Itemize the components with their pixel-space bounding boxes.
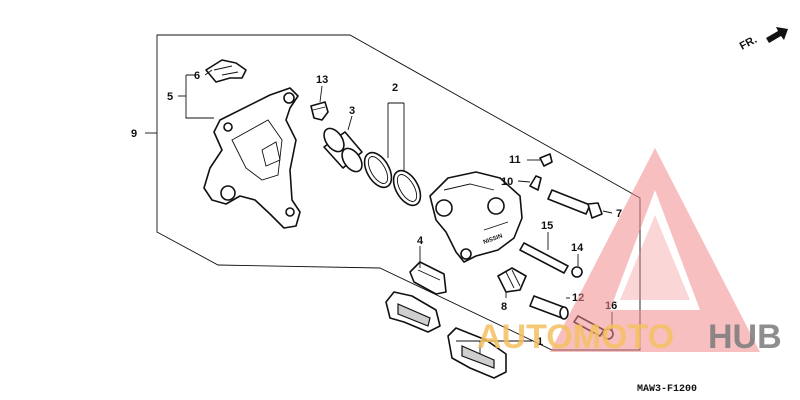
callout-3: 3 <box>349 105 355 117</box>
front-direction-indicator: FR. <box>738 27 788 53</box>
direction-label: FR. <box>738 34 759 53</box>
callout-14: 14 <box>571 242 584 254</box>
pad-spring-clip <box>205 59 247 83</box>
callout-8: 8 <box>501 301 507 313</box>
callout-5: 5 <box>167 91 173 103</box>
callout-11: 11 <box>509 154 521 166</box>
pad-pin-sleeve <box>497 267 527 293</box>
caliper-body: NISSIN <box>429 171 523 263</box>
callout-7: 7 <box>616 208 622 220</box>
callout-16: 16 <box>605 300 617 312</box>
pad-retainer <box>409 261 447 295</box>
slide-pin-upper <box>547 189 603 219</box>
diagram-code: MAW3-F1200 <box>637 384 698 395</box>
callout-13: 13 <box>316 74 328 86</box>
bleed-valve-cap <box>310 101 329 121</box>
dust-boot <box>529 295 569 320</box>
piston-seals <box>363 151 422 207</box>
caliper-bracket <box>203 87 301 229</box>
callout-2: 2 <box>392 82 398 94</box>
callout-15: 15 <box>541 220 553 232</box>
brake-pads <box>385 291 507 379</box>
mounting-bolt <box>573 315 614 340</box>
callout-9: 9 <box>131 128 137 140</box>
callout-1: 1 <box>537 336 543 348</box>
callout-4: 4 <box>417 235 424 247</box>
leader-lines <box>145 69 613 354</box>
callout-12: 12 <box>572 292 584 304</box>
callout-10: 10 <box>501 176 513 188</box>
piston <box>323 127 363 173</box>
direction-arrow-icon <box>766 27 788 43</box>
callout-6: 6 <box>194 70 200 82</box>
bleed-valve <box>529 153 553 191</box>
